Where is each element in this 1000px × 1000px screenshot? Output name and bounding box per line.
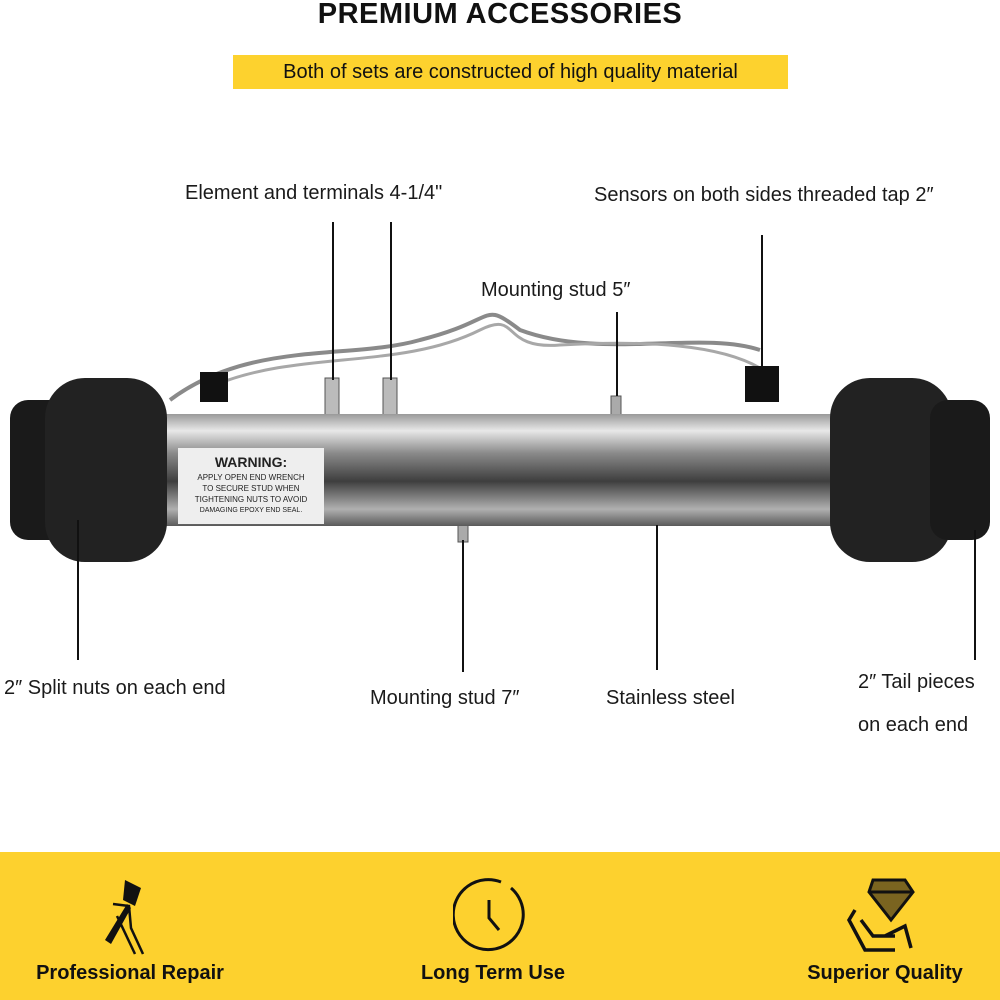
callout-mounting-stud-7: Mounting stud 7″ bbox=[370, 687, 520, 709]
sensor-left bbox=[200, 372, 228, 402]
diamond-hand-icon bbox=[846, 878, 915, 952]
clock-icon bbox=[453, 878, 525, 952]
callout-tail-pieces: 2″ Tail pieces bbox=[858, 671, 975, 693]
terminal bbox=[382, 377, 398, 417]
feature-label: Professional Repair bbox=[36, 962, 224, 984]
heater-illustration bbox=[10, 222, 990, 672]
callout-sensors: Sensors on both sides threaded tap 2″ bbox=[594, 184, 934, 206]
leader-line bbox=[462, 540, 464, 672]
feature-label: Long Term Use bbox=[420, 962, 566, 984]
warning-line: TO SECURE STUD WHEN bbox=[202, 484, 300, 493]
warning-line: DAMAGING EPOXY END SEAL. bbox=[199, 507, 303, 514]
leader-line bbox=[761, 235, 763, 370]
leader-line bbox=[974, 530, 976, 660]
hammer-fist-icon bbox=[105, 880, 145, 955]
warning-heading: WARNING: bbox=[214, 454, 288, 470]
feature-long-term-use: Long Term Use bbox=[343, 876, 643, 985]
mounting-stud-top bbox=[610, 395, 622, 417]
callout-stainless-steel: Stainless steel bbox=[606, 687, 735, 709]
warning-line: APPLY OPEN END WRENCH bbox=[197, 473, 305, 482]
page-title: PREMIUM ACCESSORIES bbox=[317, 0, 683, 30]
sensor-right bbox=[745, 366, 779, 402]
tail-piece-right bbox=[930, 400, 990, 540]
leader-line bbox=[332, 222, 334, 380]
callout-tail-pieces-2: on each end bbox=[858, 714, 969, 736]
callout-split-nuts: 2″ Split nuts on each end bbox=[4, 677, 226, 699]
feature-label: Superior Quality bbox=[807, 962, 963, 984]
callout-element-terminals: Element and terminals 4-1/4" bbox=[185, 182, 443, 204]
warning-line: TIGHTENING NUTS TO AVOID bbox=[194, 495, 308, 504]
callout-mounting-stud-5: Mounting stud 5″ bbox=[481, 279, 631, 301]
feature-superior-quality: Superior Quality bbox=[735, 876, 1000, 985]
leader-line bbox=[656, 525, 658, 670]
features-bar: Professional Repair Long Term Use Superi… bbox=[0, 852, 1000, 1000]
terminal bbox=[324, 377, 340, 417]
split-nut-right bbox=[830, 378, 952, 562]
leader-line bbox=[77, 520, 79, 660]
feature-professional-repair: Professional Repair bbox=[0, 876, 280, 985]
leader-line bbox=[616, 312, 618, 396]
wire bbox=[168, 312, 761, 402]
warning-label: WARNING: APPLY OPEN END WRENCH TO SECURE… bbox=[178, 448, 324, 524]
leader-line bbox=[390, 222, 392, 380]
subtitle-banner: Both of sets are constructed of high qua… bbox=[233, 55, 788, 89]
split-nut-left bbox=[45, 378, 167, 562]
